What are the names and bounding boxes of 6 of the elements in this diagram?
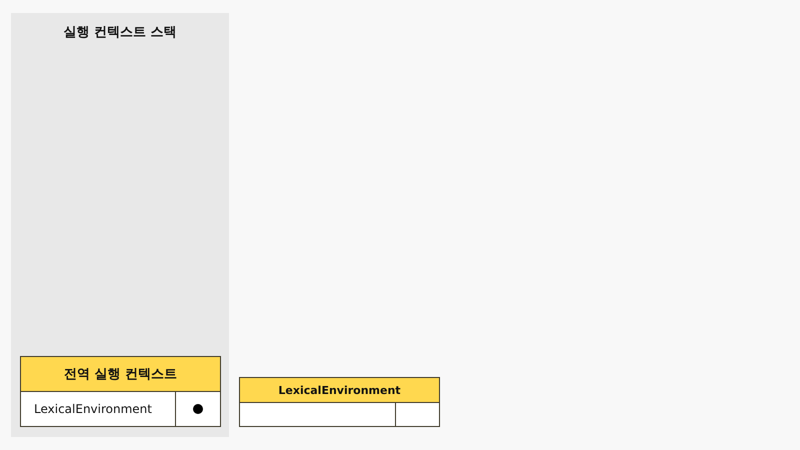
stack-title: 실행 컨텍스트 스택 bbox=[62, 24, 178, 41]
stack-panel bbox=[11, 13, 229, 437]
record-box bbox=[20, 356, 221, 427]
record-header: 전역 실행 컨텍스트 bbox=[21, 357, 220, 392]
record-header: LexicalEnvironment bbox=[240, 378, 439, 403]
record-box bbox=[239, 377, 440, 427]
